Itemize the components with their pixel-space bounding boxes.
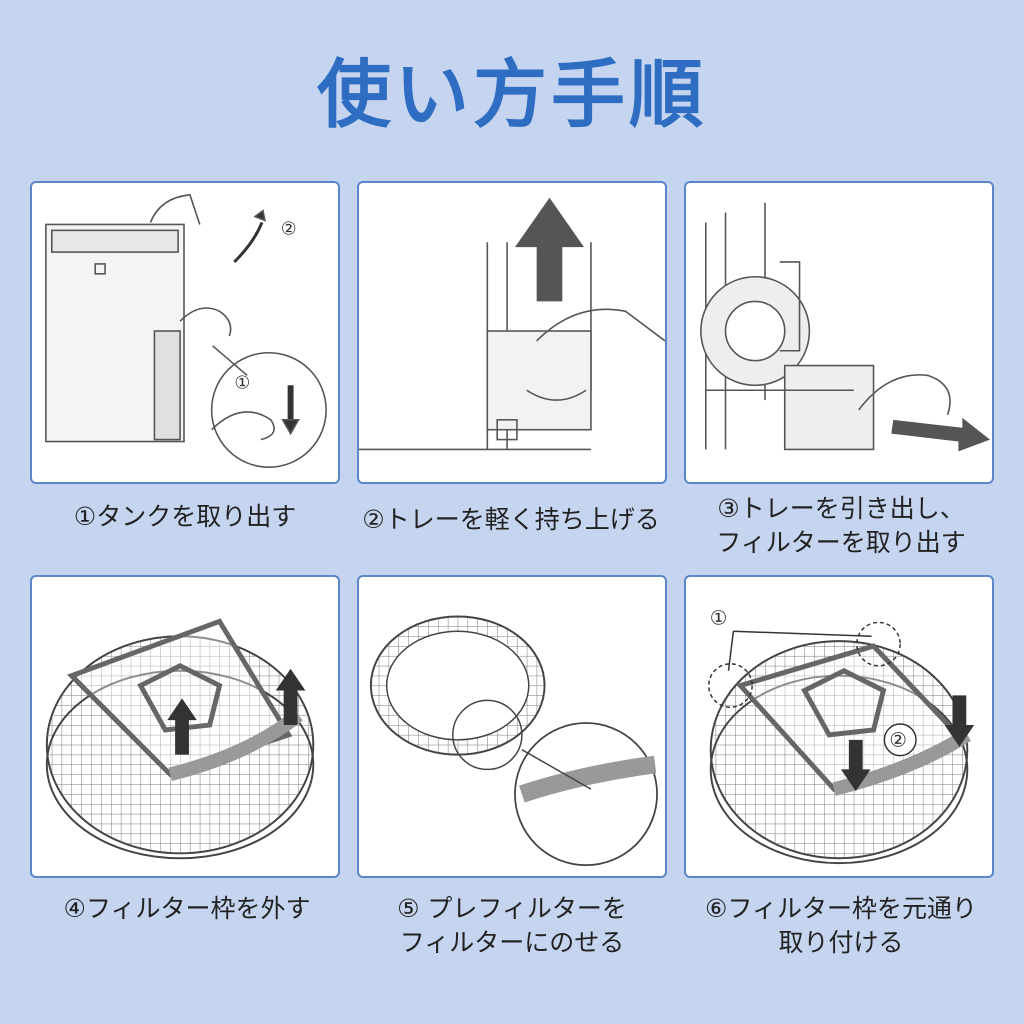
step-6-caption-line-1: ⑥フィルター枠を元通り (705, 894, 977, 923)
step-1-mark-1: ① (234, 373, 250, 393)
step-5-caption-line-1: ⑤ プレフィルターを (397, 894, 627, 923)
step-6-mark-2: ② (889, 729, 907, 752)
step-1-caption: ①タンクを取り出す (20, 500, 350, 534)
step-3-illustration (684, 181, 994, 484)
filter-frame-reattach-drawing: ① ② (708, 606, 975, 865)
step-4-caption-line-1: ④フィルター枠を外す (63, 894, 311, 923)
step-6-caption-line-2: 取り付ける (778, 928, 904, 957)
step-2-illustration (357, 181, 667, 484)
step-3-caption-line-2: フィルターを取り出す (716, 528, 966, 557)
step-4-illustration (30, 575, 340, 878)
step-6-mark-1: ① (710, 606, 728, 629)
step-5-illustration (357, 575, 667, 878)
tray-lift-drawing (359, 197, 665, 451)
step-2-caption: ②トレーを軽く持ち上げる (346, 503, 676, 537)
step-6-caption: ⑥フィルター枠を元通り 取り付ける (676, 892, 1006, 960)
step-3-caption: ③トレーを引き出し、 フィルターを取り出す (676, 492, 1006, 560)
step-6-illustration: ① ② (684, 575, 994, 878)
filter-frame-removal-drawing (45, 618, 315, 860)
step-5-caption-line-2: フィルターにのせる (399, 928, 625, 957)
tray-pull-drawing (700, 202, 990, 452)
step-1-illustration: ② ① (30, 181, 340, 484)
prefilter-placement-drawing (369, 615, 658, 867)
tank-removal-drawing: ② ① (45, 193, 327, 468)
step-2-caption-line-1: ②トレーを軽く持ち上げる (362, 505, 660, 534)
page-title: 使い方手順 (317, 52, 707, 138)
step-5-caption: ⑤ プレフィルターを フィルターにのせる (347, 892, 677, 960)
step-1-caption-line-1: ①タンクを取り出す (73, 502, 297, 531)
step-4-caption: ④フィルター枠を外す (22, 892, 352, 926)
step-1-mark-2: ② (281, 219, 297, 239)
step-3-caption-line-1: ③トレーを引き出し、 (717, 494, 965, 523)
